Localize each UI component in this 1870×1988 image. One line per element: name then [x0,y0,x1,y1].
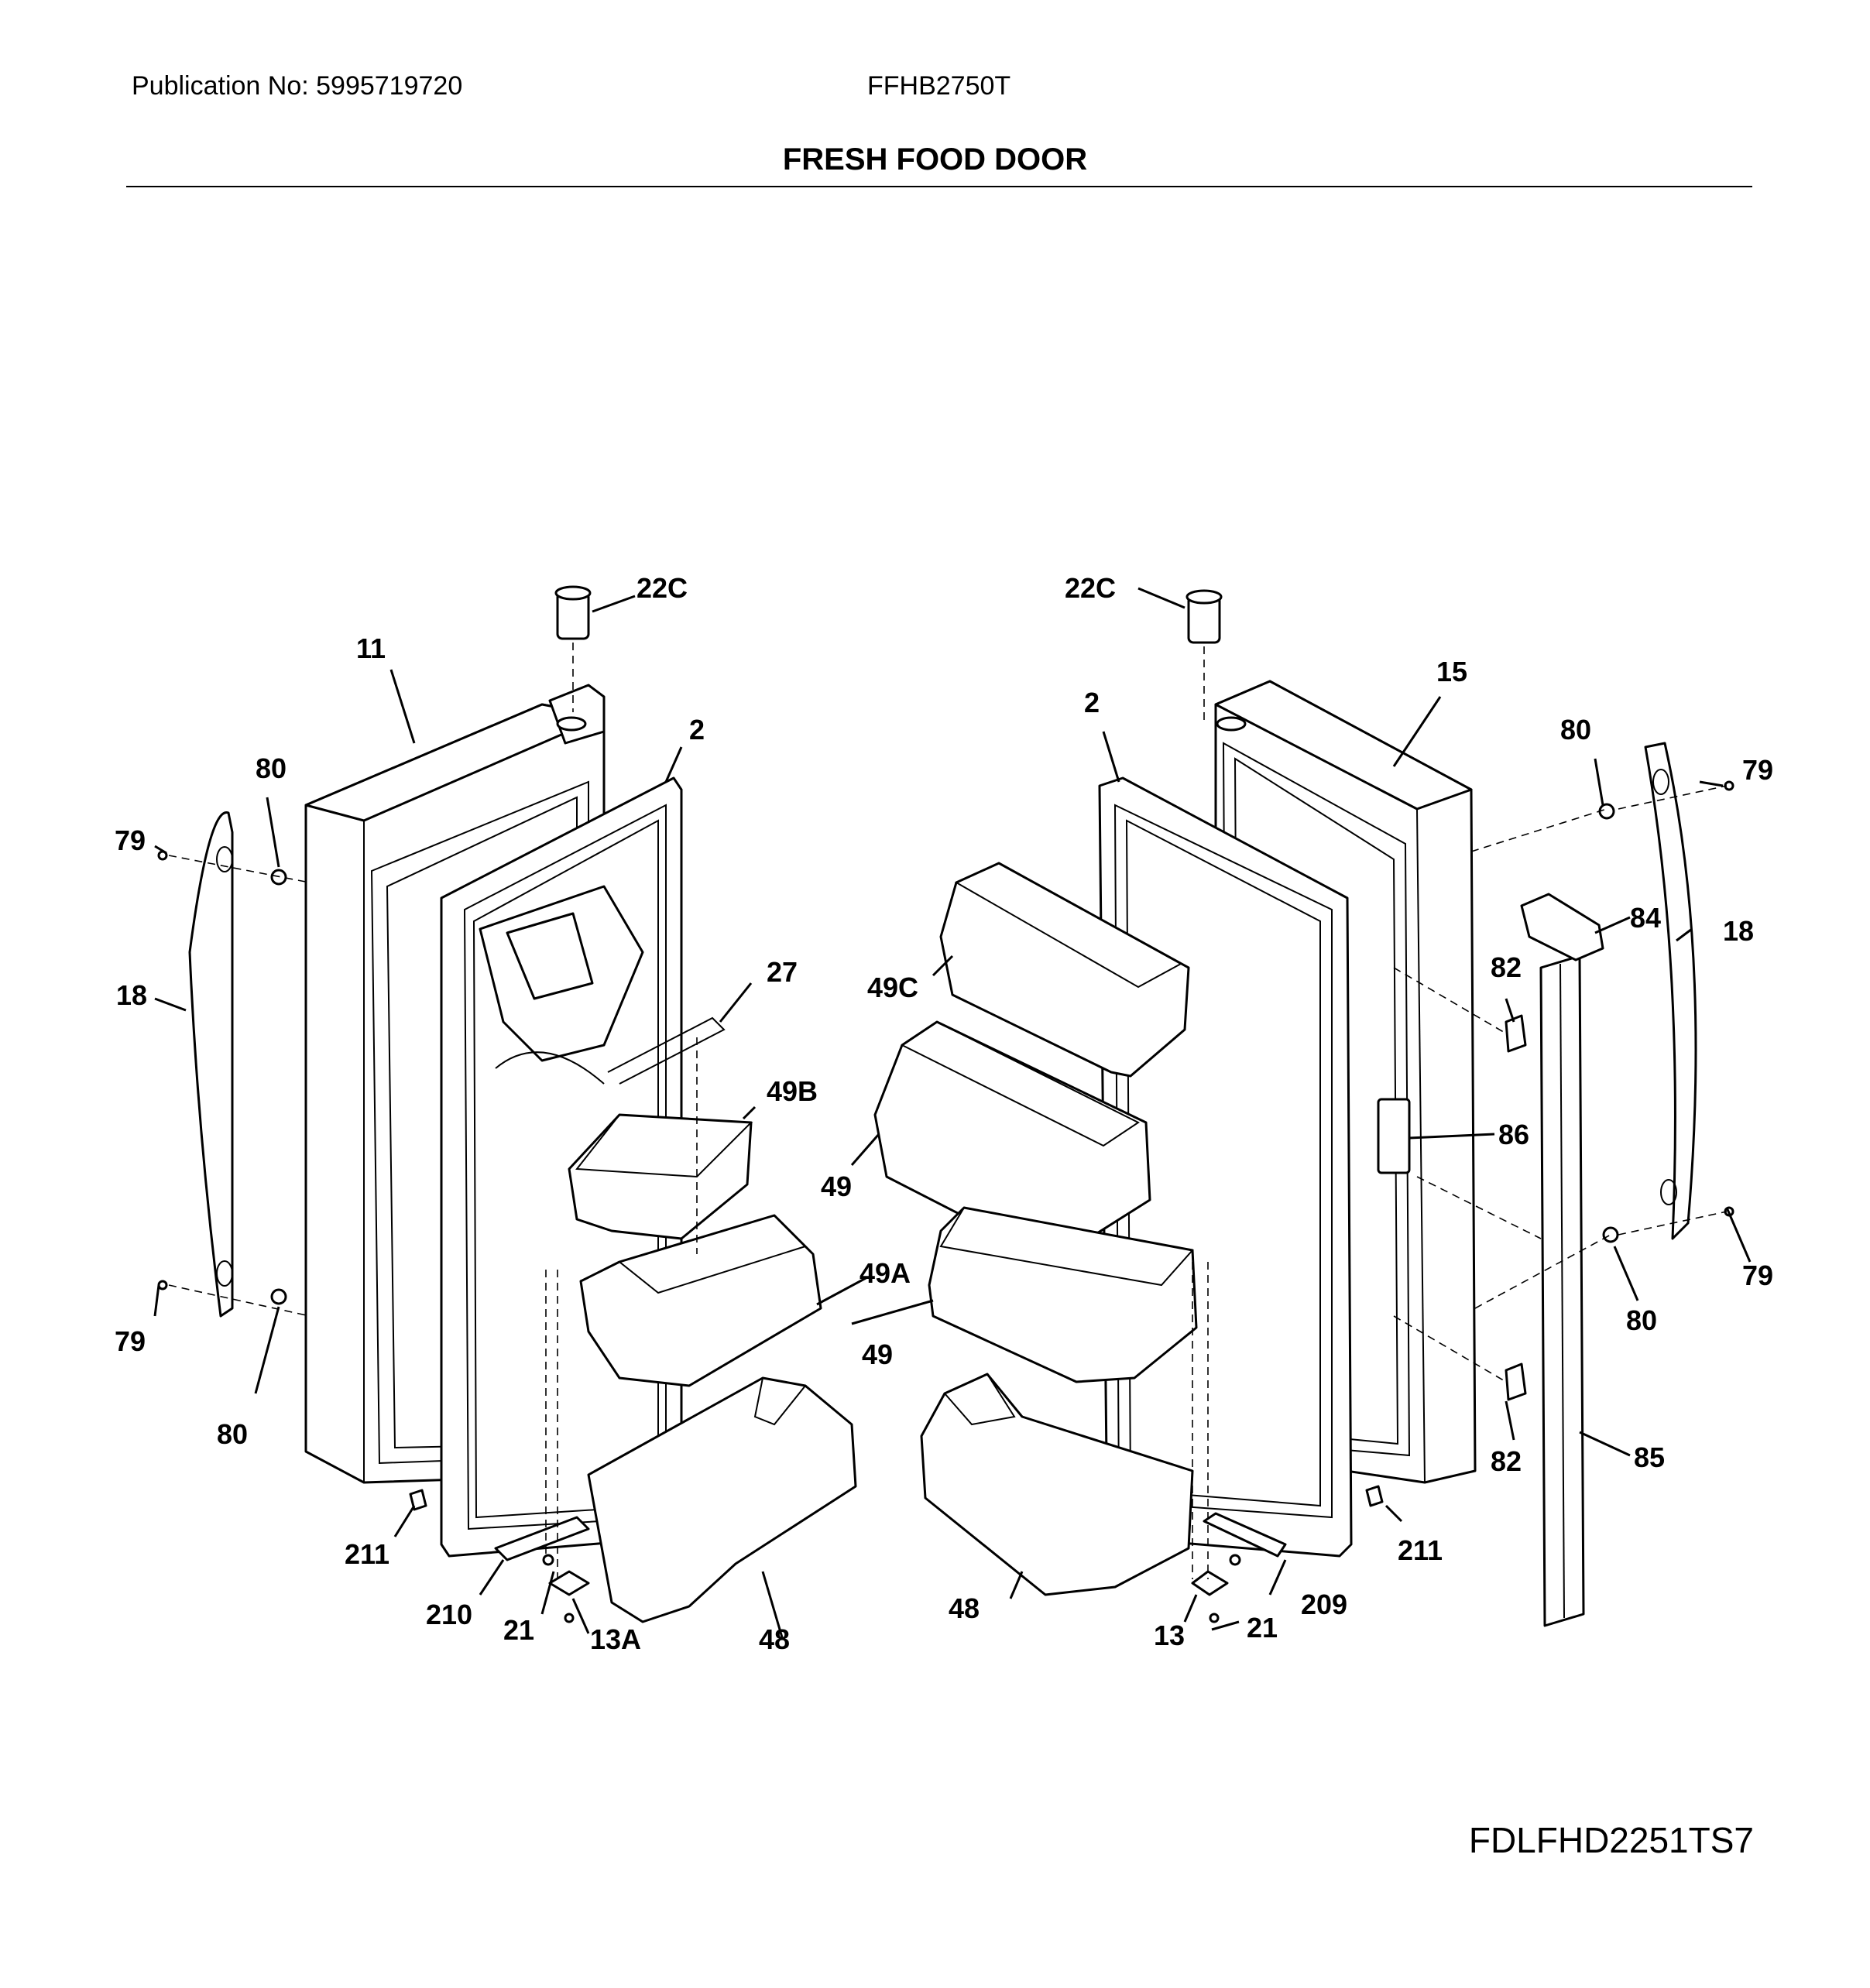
hinge-parts-left [409,1489,590,1623]
callout-18-left: 18 [116,979,147,1011]
door-bin-49-lower [928,1206,1198,1383]
callout-49c: 49C [867,972,918,1003]
callout-210: 210 [426,1599,472,1630]
door-shelf-rod [607,1016,726,1085]
callout-49a: 49A [860,1257,911,1289]
callout-80-top-right: 80 [1560,714,1591,746]
callout-2-right: 2 [1084,687,1100,718]
callout-80-bottom-right: 80 [1626,1304,1657,1336]
callout-21-left: 21 [503,1614,534,1646]
callout-13a: 13A [590,1623,641,1655]
callout-85: 85 [1634,1441,1665,1473]
publication-number: Publication No: 5995719720 [132,71,463,101]
callout-211-right: 211 [1398,1534,1443,1566]
callout-82-upper: 82 [1491,951,1522,983]
callout-2-left: 2 [689,714,705,746]
callout-80-bottom-left: 80 [217,1418,248,1450]
leader-lines-left [153,595,868,1638]
callout-15: 15 [1436,656,1467,687]
callout-79-bottom-right: 79 [1742,1260,1773,1291]
callout-labels: 22C 11 2 80 79 18 27 49B 49A 79 80 211 2… [115,572,1773,1655]
callout-48-right: 48 [949,1592,980,1624]
callout-80-top-left: 80 [256,752,287,784]
callout-13: 13 [1154,1620,1185,1651]
dashed-guides-left [168,643,698,1579]
callout-27: 27 [767,956,798,988]
callout-49b: 49B [767,1075,818,1107]
callout-86: 86 [1498,1119,1529,1150]
callout-79-top-right: 79 [1742,754,1773,786]
cap-22c-left [554,585,592,640]
callout-79-bottom-left: 79 [115,1325,146,1357]
door-handle-right [1644,742,1697,1240]
callout-11: 11 [356,632,386,664]
callout-22c-left: 22C [636,572,688,604]
callout-48-left: 48 [759,1623,790,1655]
door-bin-49c [939,862,1190,1078]
mullion-parts [1377,893,1604,1401]
door-bin-49-upper [873,1020,1151,1256]
callout-79-top-left: 79 [115,824,146,856]
callout-49-lower: 49 [862,1338,893,1370]
callout-49-upper: 49 [821,1171,852,1202]
title-rule [126,186,1752,187]
callout-84: 84 [1630,902,1661,934]
section-title: FRESH FOOD DOOR [782,142,1088,177]
callout-21-right: 21 [1247,1612,1278,1644]
mullion-85 [1539,955,1585,1627]
door-bin-49a [579,1214,822,1387]
cap-22c-right [1185,589,1223,644]
ice-dispenser-chute [479,885,644,1085]
callout-82-lower: 82 [1491,1445,1522,1477]
hinge-parts-right [1191,1485,1384,1623]
callout-18-right: 18 [1723,915,1754,947]
door-bin-48-left [587,1376,857,1623]
door-bin-48-right [920,1373,1194,1596]
door-handle-left [188,811,234,1318]
model-number: FFHB2750T [867,71,1011,101]
diagram-code: FDLFHD2251TS7 [1468,1820,1754,1860]
leader-lines-right [850,587,1752,1631]
callout-209: 209 [1301,1589,1347,1620]
dashed-guides-right [1192,646,1728,1579]
callout-211-left: 211 [345,1538,389,1570]
callout-22c-right: 22C [1065,572,1116,604]
